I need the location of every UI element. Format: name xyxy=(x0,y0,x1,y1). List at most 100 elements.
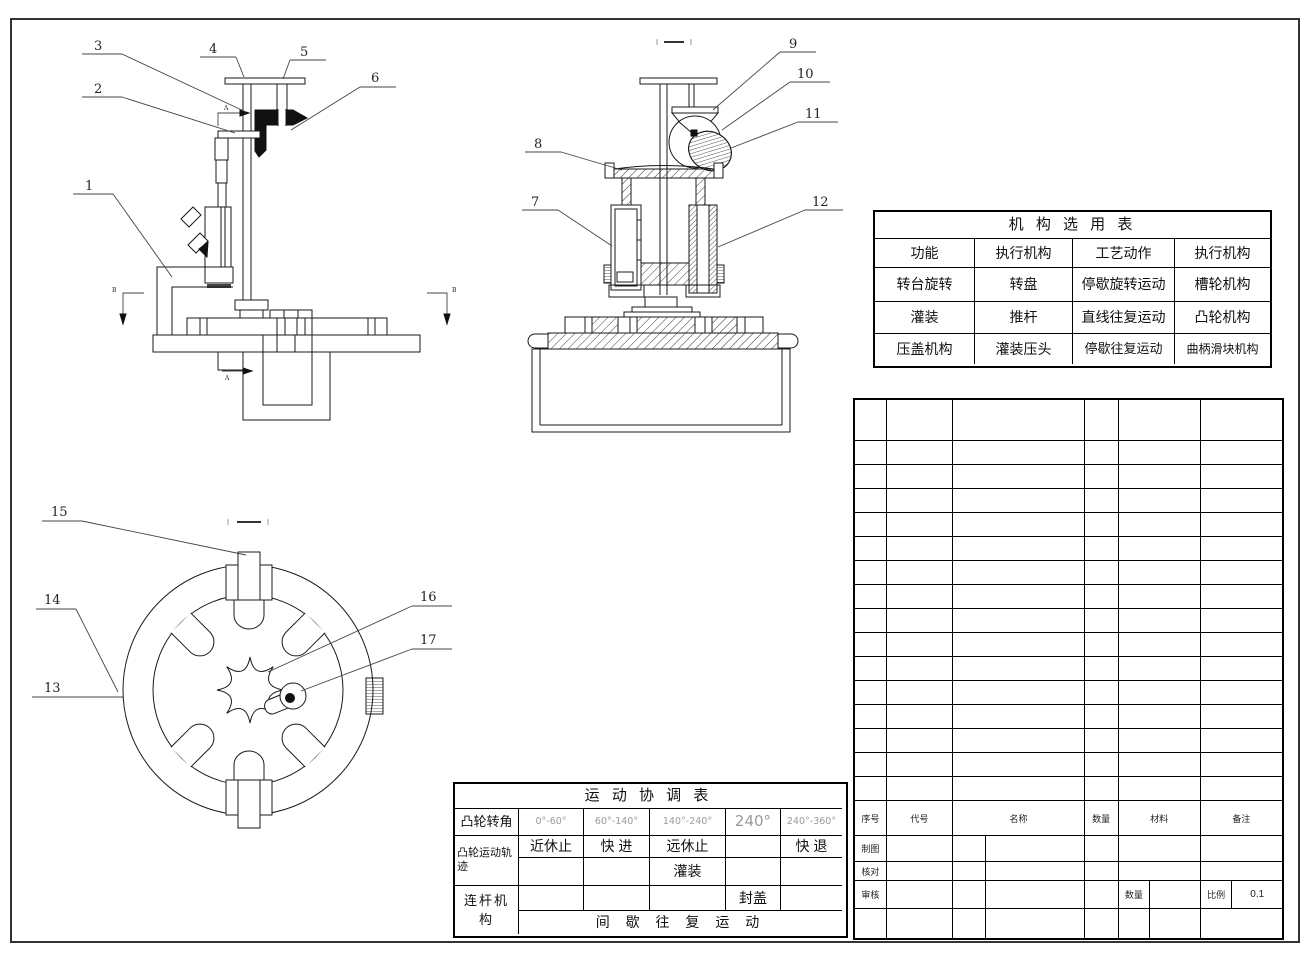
motion-coordination-table: 运 动 协 调 表 凸轮转角 0°-60° 60°-140° 140°-240°… xyxy=(453,782,848,938)
bom-empty-row xyxy=(855,488,1282,512)
bom-cell xyxy=(1083,657,1118,680)
svg-text:A: A xyxy=(223,105,229,112)
angle-cell: 140°-240° xyxy=(649,808,725,835)
mech-cell: 停歇往复运动 xyxy=(1072,333,1174,364)
top-view: 13 14 15 16 17 xyxy=(32,505,452,829)
scale-value: 0.1 xyxy=(1231,881,1282,908)
bom-cell xyxy=(1199,400,1282,440)
bom-cell xyxy=(885,881,952,908)
sign-label: 核对 xyxy=(861,866,880,877)
bom-empty-row xyxy=(855,584,1282,608)
part-label-11: 11 xyxy=(805,107,822,122)
bom-cell xyxy=(855,681,886,704)
cam-track-cell: 近休止 xyxy=(518,835,583,857)
bom-cell xyxy=(1083,537,1118,560)
bom-cell xyxy=(885,729,952,752)
bom-cell xyxy=(1083,909,1118,938)
mech-cell: 工艺动作 xyxy=(1072,238,1174,267)
part-label-4: 4 xyxy=(209,42,217,57)
part-label-5: 5 xyxy=(300,45,308,60)
bom-cell xyxy=(1083,777,1118,800)
bom-cell xyxy=(885,609,952,632)
sheet-border xyxy=(10,18,1300,943)
bom-cell xyxy=(1117,537,1200,560)
bom-empty-row xyxy=(855,728,1282,752)
bom-cell xyxy=(1117,705,1200,728)
bom-cell xyxy=(1117,465,1200,488)
bom-empty-row xyxy=(855,560,1282,584)
section-arrow-a-bottom: A xyxy=(222,367,254,382)
bom-cell xyxy=(984,909,1084,938)
sign-label: 审核 xyxy=(861,890,880,900)
bom-cell xyxy=(855,777,886,800)
bom-cell xyxy=(952,561,1084,584)
bom-cell xyxy=(952,489,1084,512)
bom-cell xyxy=(952,777,1084,800)
bom-cell xyxy=(1117,633,1200,656)
bom-cell xyxy=(855,561,886,584)
bom-cell xyxy=(885,537,952,560)
bom-cell xyxy=(885,681,952,704)
bottle-station-bottom xyxy=(225,750,273,829)
link-merged-cell: 间 歇 往 复 运 动 xyxy=(518,910,842,934)
bom-sign-row: 审核 数量 比例 0.1 xyxy=(855,880,1282,908)
bom-header-cell: 材料 xyxy=(1117,801,1200,835)
mech-cell: 凸轮机构 xyxy=(1174,301,1270,333)
bom-cell xyxy=(952,400,1084,440)
bom-cell xyxy=(1117,836,1200,861)
bom-cell xyxy=(1117,585,1200,608)
part-label-16: 16 xyxy=(420,590,437,605)
bom-cell xyxy=(885,705,952,728)
section-mark-top xyxy=(656,39,692,45)
part-leaders-top xyxy=(32,520,452,698)
bom-cell xyxy=(1199,537,1282,560)
bom-cell xyxy=(1199,909,1282,938)
bom-cell xyxy=(855,633,886,656)
mech-cell: 曲柄滑块机构 xyxy=(1174,333,1270,364)
cam-track-cell: 灌装 xyxy=(649,857,725,885)
bom-cell xyxy=(1199,753,1282,776)
bom-sign-row: 制图 xyxy=(855,835,1282,861)
link-cell xyxy=(649,885,725,910)
bom-cell xyxy=(952,441,1084,464)
bom-empty-row xyxy=(855,440,1282,464)
bom-header-cell: 序号 xyxy=(861,813,880,824)
bom-cell xyxy=(1083,465,1118,488)
bom-cell xyxy=(952,609,1084,632)
bom-cell xyxy=(1199,705,1282,728)
link-cell: 封盖 xyxy=(725,885,780,910)
bom-cell xyxy=(952,681,1084,704)
bom-cell xyxy=(952,633,1084,656)
crank-pin xyxy=(264,682,307,715)
sign-label: 制图 xyxy=(861,844,880,854)
bom-cell xyxy=(1199,777,1282,800)
part-label-8: 8 xyxy=(534,137,542,152)
part-leaders-front xyxy=(73,53,396,278)
bom-cell xyxy=(1083,441,1118,464)
bom-empty-row xyxy=(855,776,1282,800)
bom-cell xyxy=(1117,400,1200,440)
mech-cell: 执行机构 xyxy=(1174,238,1270,267)
mech-cell: 推杆 xyxy=(974,301,1072,333)
bom-empty-row xyxy=(855,400,1282,440)
cam-track-cell xyxy=(583,857,649,885)
bom-cell xyxy=(1083,836,1118,861)
bom-cell xyxy=(855,513,886,536)
bom-empty-row xyxy=(855,752,1282,776)
bom-cell xyxy=(1117,441,1200,464)
mech-cell: 停歇旋转运动 xyxy=(1072,267,1174,301)
bom-cell xyxy=(1083,400,1118,440)
part-label-3: 3 xyxy=(94,39,102,54)
part-label-7: 7 xyxy=(531,195,539,210)
mechanism-selection-table: 机 构 选 用 表 功能 执行机构 工艺动作 执行机构 转台旋转 转盘 停歇旋转… xyxy=(873,210,1272,368)
bom-cell xyxy=(1117,753,1200,776)
bom-cell xyxy=(952,881,985,908)
bom-cell xyxy=(1083,729,1118,752)
section-mark-top-view xyxy=(227,519,269,525)
angle-cell: 60°-140° xyxy=(583,808,649,835)
bom-cell xyxy=(1083,881,1118,908)
part-label-6: 6 xyxy=(371,71,379,86)
angle-cell: 240°-360° xyxy=(780,808,842,835)
bom-empty-row xyxy=(855,656,1282,680)
